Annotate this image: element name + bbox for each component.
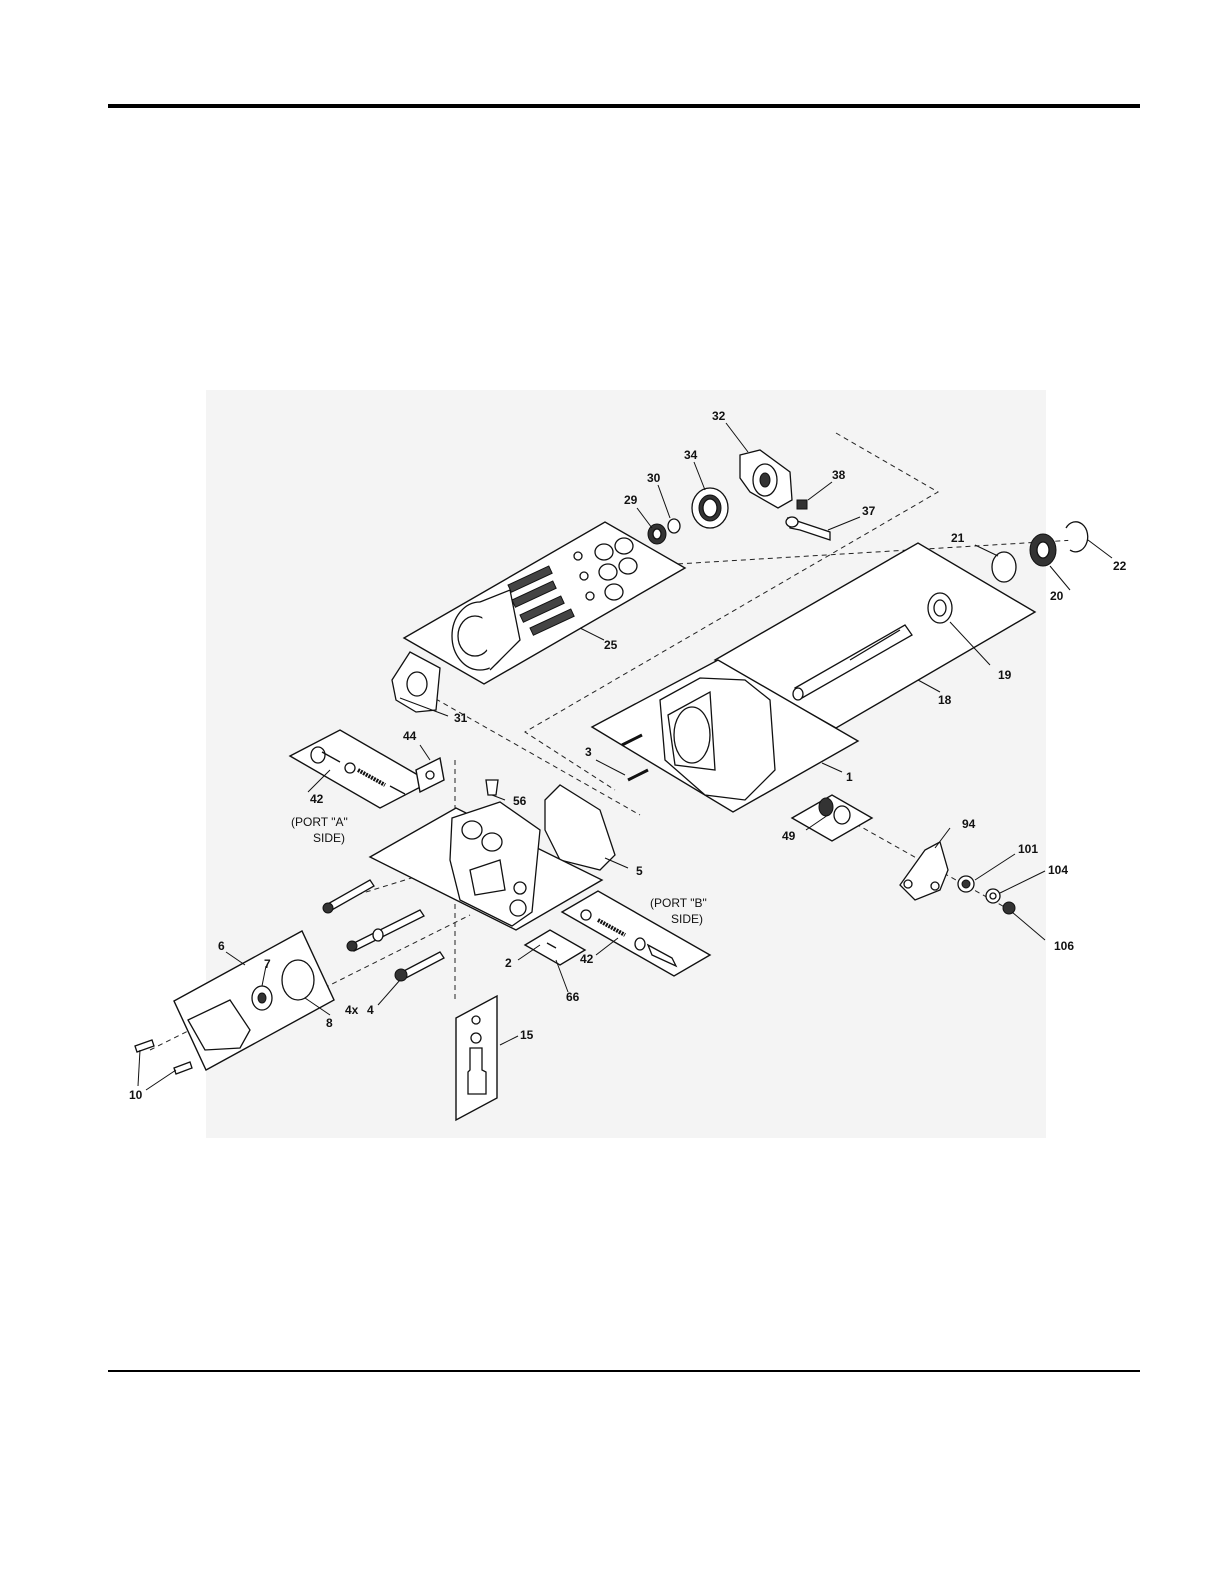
part-19-bearing	[928, 593, 952, 623]
callout-30: 30	[647, 471, 661, 485]
port-a-note-line2: SIDE)	[313, 831, 345, 845]
callout-6: 6	[218, 939, 225, 953]
part-22-retaining-ring	[1066, 522, 1088, 552]
callout-3: 3	[585, 745, 592, 759]
callout-42-port-a: 42	[310, 792, 324, 806]
part-20-seal	[1030, 534, 1056, 566]
callout-21: 21	[951, 531, 965, 545]
callout-56: 56	[513, 794, 527, 808]
callout-22: 22	[1113, 559, 1127, 573]
part-21-o-ring	[992, 552, 1016, 582]
callout-4x: 4x	[345, 1003, 359, 1017]
part-15-valve-kit	[456, 996, 497, 1120]
callout-49: 49	[782, 829, 796, 843]
callout-15: 15	[520, 1028, 534, 1042]
part-34-seal	[692, 488, 728, 528]
part-56-plug	[486, 780, 498, 795]
callout-4: 4	[367, 1003, 374, 1017]
part-30-ring	[668, 519, 680, 533]
port-b-note-line2: SIDE)	[671, 912, 703, 926]
part-106-nut	[1003, 902, 1015, 914]
callout-8: 8	[326, 1016, 333, 1030]
part-101-bushing	[958, 876, 974, 892]
callout-44: 44	[403, 729, 417, 743]
callout-34: 34	[684, 448, 698, 462]
callout-32: 32	[712, 409, 726, 423]
callout-5: 5	[636, 864, 643, 878]
part-104-washer	[986, 889, 1000, 903]
callout-10: 10	[129, 1088, 143, 1102]
callout-20: 20	[1050, 589, 1064, 603]
callout-101: 101	[1018, 842, 1038, 856]
port-b-note-line1: (PORT "B"	[650, 896, 707, 910]
callout-42-port-b: 42	[580, 952, 594, 966]
callout-66: 66	[566, 990, 580, 1004]
callout-106: 106	[1054, 939, 1074, 953]
callout-18: 18	[938, 693, 952, 707]
callout-25: 25	[604, 638, 618, 652]
callout-104: 104	[1048, 863, 1068, 877]
callout-2: 2	[505, 956, 512, 970]
port-a-note-line1: (PORT "A"	[291, 815, 348, 829]
callout-19: 19	[998, 668, 1012, 682]
callout-38: 38	[832, 468, 846, 482]
callout-31: 31	[454, 711, 468, 725]
callout-7: 7	[264, 957, 271, 971]
callout-37: 37	[862, 504, 876, 518]
callout-94: 94	[962, 817, 976, 831]
part-38-block	[797, 500, 807, 509]
callout-29: 29	[624, 493, 638, 507]
callout-1: 1	[846, 770, 853, 784]
part-10-screws	[135, 1040, 192, 1074]
